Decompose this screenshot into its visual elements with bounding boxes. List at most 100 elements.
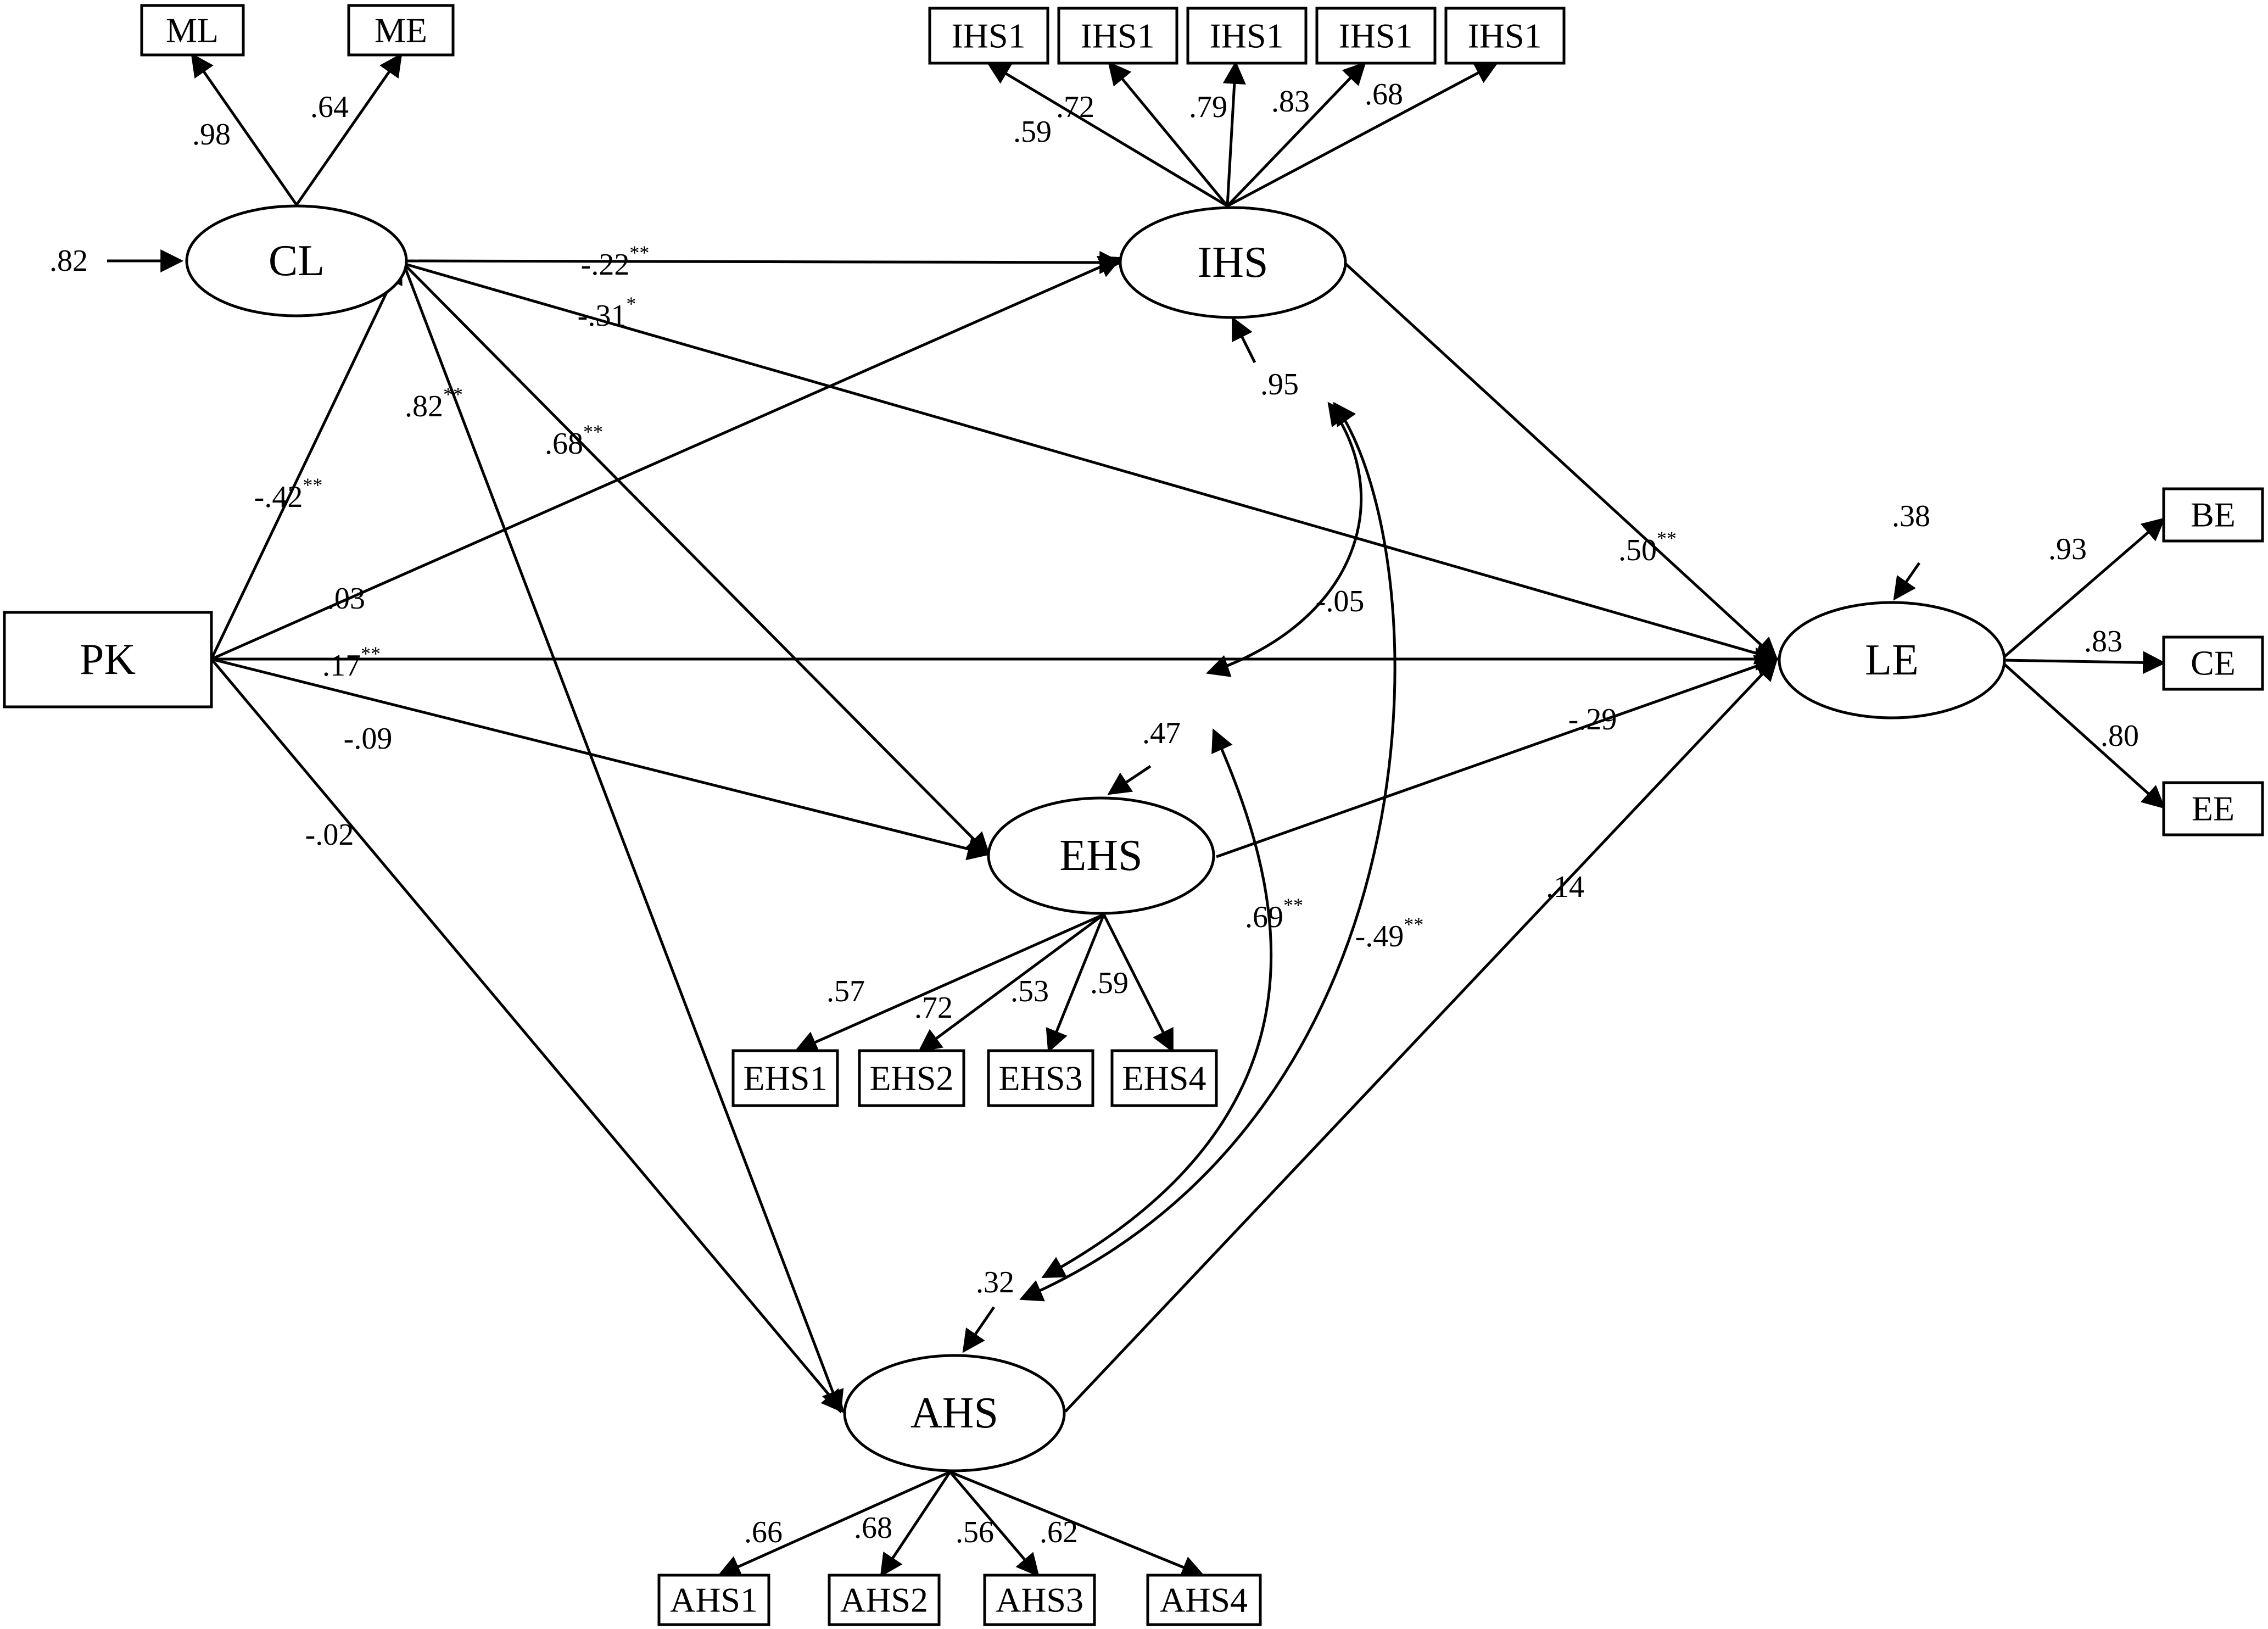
residual-ahs-label: .32 <box>976 1265 1014 1299</box>
latent-ahs-shape <box>843 1354 1066 1472</box>
loading-label-cl-ml: .98 <box>192 118 231 152</box>
observed-me-label: ME <box>375 11 427 50</box>
path-label-pk-ihs: .03 <box>327 582 365 616</box>
observed-ihs1-b-label: IHS1 <box>1080 16 1154 55</box>
covariance-edges <box>1019 401 1396 1302</box>
path-label-ihs-le: .50** <box>1618 527 1677 567</box>
edge-ahs-ahs3 <box>949 1471 1040 1577</box>
observed-ee-label: EE <box>2192 789 2235 828</box>
path-label-pk-le-sig: ** <box>361 643 381 665</box>
edge-ahs-ahs4 <box>949 1470 1205 1578</box>
loading-label-le-be: .93 <box>2048 532 2087 566</box>
path-label-cl-ehs-sig: ** <box>583 421 603 443</box>
latent-ihs: IHS <box>1119 206 1347 319</box>
latent-cl-shape <box>185 204 408 317</box>
edge-ahs-ahs1 <box>717 1470 951 1577</box>
edge-pk-ihs <box>210 256 1122 661</box>
observed-ee: EE <box>2162 781 2264 836</box>
observed-ahs3-label: AHS3 <box>996 1581 1083 1620</box>
observed-ihs1-a-label: IHS1 <box>951 16 1025 55</box>
cov-label-ehs-ahs-sig: ** <box>1283 894 1303 916</box>
path-label-pk-le: .17** <box>322 643 381 683</box>
observed-ehs4-box <box>1110 1049 1218 1107</box>
cov-label-ihs-ahs-sig: ** <box>1404 913 1423 935</box>
loading-label-ehs-2: .72 <box>914 991 953 1025</box>
loading-label-ehs-3: .53 <box>1010 974 1049 1008</box>
latent-ahs-label: AHS <box>910 1389 998 1437</box>
path-label-pk-cl-sig: ** <box>303 474 322 496</box>
path-label-pk-ehs-value: -.09 <box>344 722 393 756</box>
edge-cl-ml <box>191 53 298 206</box>
observed-ahs3-box <box>983 1574 1096 1626</box>
cov-label-ihs-ahs: -.49** <box>1355 913 1424 953</box>
path-edges <box>210 250 1779 1414</box>
observed-ahs1-box <box>657 1574 770 1626</box>
residual-ihs-label: .95 <box>1260 367 1299 401</box>
cov-label-ehs-ahs-value: .69 <box>1245 900 1283 934</box>
observed-be: BE <box>2162 487 2264 543</box>
observed-me-box <box>347 4 455 57</box>
observed-ahs1: AHS1 <box>657 1574 770 1626</box>
edge-ihs-ihs1c <box>1222 60 1246 207</box>
residual-arrow-le <box>1893 562 1921 601</box>
loading-label-ihs-1a: .59 <box>1013 115 1052 149</box>
loading-label-ihs-1c: .79 <box>1189 90 1227 124</box>
residual-arrows <box>107 249 1921 1353</box>
observed-ehs1-label: EHS1 <box>744 1059 828 1098</box>
observed-ehs3-label: EHS3 <box>999 1059 1083 1098</box>
path-label-pk-ahs-value: -.02 <box>305 818 354 852</box>
latent-ehs-shape <box>987 796 1215 915</box>
loading-label-cl-me: .64 <box>310 90 349 124</box>
observed-be-box <box>2162 487 2264 543</box>
observed-ihs1-a: IHS1 <box>928 7 1049 65</box>
latent-ehs: EHS <box>987 796 1215 915</box>
loading-label-le-ce: .83 <box>2084 624 2122 659</box>
observed-ce: CE <box>2162 635 2264 691</box>
path-label-pk-cl: -.42** <box>254 474 323 514</box>
observed-ehs3: EHS3 <box>987 1049 1094 1107</box>
edge-cl-ihs <box>403 250 1123 274</box>
observed-ee-box <box>2162 781 2264 836</box>
path-label-pk-ihs-value: .03 <box>327 582 365 616</box>
latent-ehs-label: EHS <box>1059 832 1142 880</box>
path-label-cl-ihs-value: -.22 <box>581 248 630 282</box>
observed-ihs1-d: IHS1 <box>1315 7 1437 65</box>
observed-ce-label: CE <box>2191 644 2236 683</box>
observed-ehs2-box <box>858 1049 965 1107</box>
observed-ihs1-b: IHS1 <box>1057 7 1178 65</box>
latent-ahs: AHS <box>843 1354 1066 1472</box>
observed-pk-label: PK <box>80 635 136 684</box>
path-label-pk-cl-value: -.42 <box>254 480 303 514</box>
residual-arrow-ehs <box>1107 765 1152 795</box>
observed-ahs2-label: AHS2 <box>840 1581 928 1620</box>
cov-ihs-ehs <box>1206 401 1363 677</box>
observed-ml-label: ML <box>166 11 219 50</box>
loading-label-ehs-4: .59 <box>1090 966 1129 1000</box>
cov-label-ihs-ahs-value: -.49 <box>1355 919 1404 953</box>
path-label-ahs-le-value: .14 <box>1546 870 1584 904</box>
loading-label-ahs-4: .62 <box>1040 1515 1078 1549</box>
edge-cl-ehs <box>403 263 990 856</box>
path-label-cl-ehs: .68** <box>545 421 603 461</box>
loading-label-ahs-1: .66 <box>744 1515 783 1549</box>
observed-ahs1-label: AHS1 <box>670 1581 758 1620</box>
edge-ihs-le <box>1344 263 1779 661</box>
loading-labels: .98 .64 .59 .72 .79 .83 .68 .57 .72 .53 … <box>192 77 2139 1549</box>
path-label-cl-le: -.31* <box>578 293 636 333</box>
residual-labels: .82 .95 .47 .32 .38 <box>49 244 1930 1299</box>
edge-pk-cl <box>210 260 403 660</box>
observed-ehs1-box <box>731 1049 839 1107</box>
observed-ehs4: EHS4 <box>1110 1049 1218 1107</box>
residual-ehs-label: .47 <box>1142 716 1181 750</box>
observed-ihs1-c-box <box>1186 7 1308 65</box>
path-label-pk-ehs: -.09 <box>344 722 393 756</box>
observed-pk-box <box>3 611 213 708</box>
path-label-cl-le-sig: * <box>626 293 636 315</box>
observed-ahs2: AHS2 <box>828 1574 941 1626</box>
observed-ihs1-e-label: IHS1 <box>1467 16 1541 55</box>
observed-ihs1-a-box <box>928 7 1049 65</box>
path-label-cl-ahs-value: .82 <box>405 389 443 423</box>
observed-ml-box <box>140 4 245 57</box>
path-label-ahs-le: .14 <box>1546 870 1584 904</box>
latent-le-shape <box>1778 601 2006 719</box>
